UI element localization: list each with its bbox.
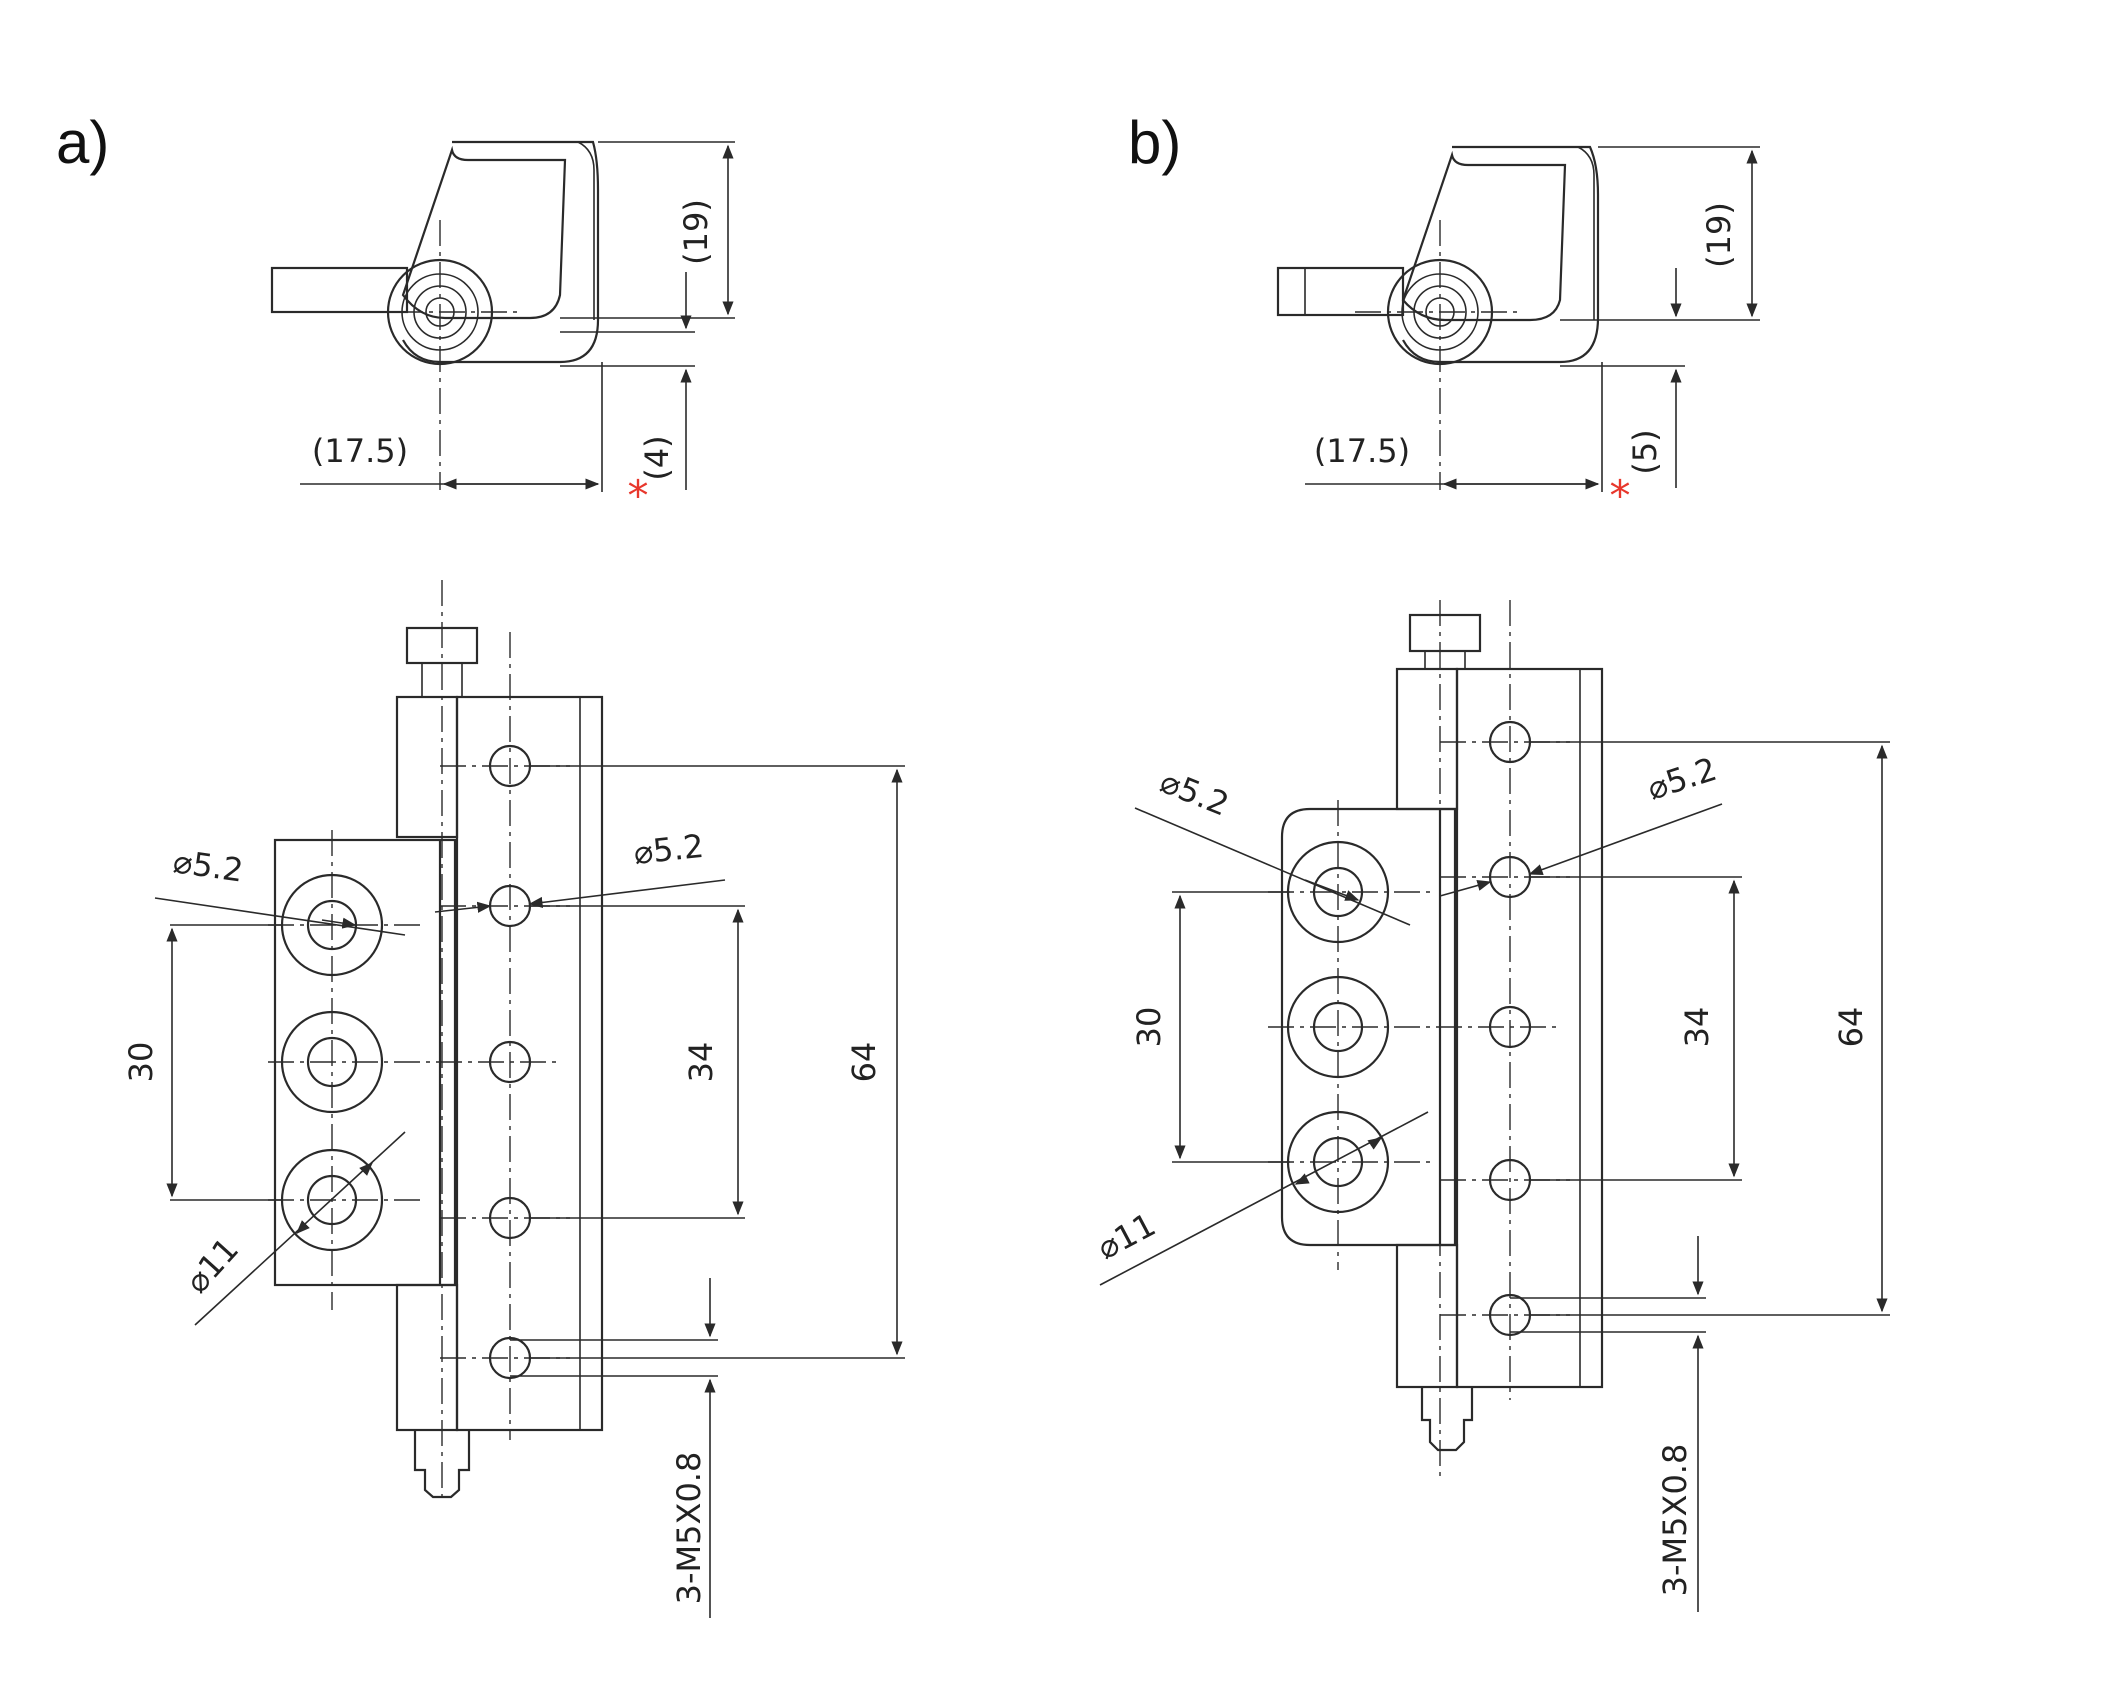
leader-dia-5-2-right-a [528,879,726,909]
leaf-inner-edge-a [577,141,595,320]
dim-text-dia-5-2-right-b: ⌀5.2 [1643,750,1721,808]
leader-dia-11-b [1099,1111,1429,1286]
arrow-dia-11-upper-b [1367,1137,1383,1150]
screw-neck-top-b [1424,650,1466,670]
dim-text-30-a: 30 [122,1042,160,1083]
dim-text-4-a: (4) [638,435,676,480]
asterisk-marker-a: * [628,471,649,520]
leader-dia-5-2-left-a [154,897,406,936]
leader-dia-5-2-right-b [1528,803,1723,875]
knuckle-upper-a [395,695,459,839]
hinge-leaf-outline-b [1401,145,1600,364]
arrow-dia-5-2-right-a [434,901,492,913]
small-hole-3-b [1488,1005,1532,1049]
arrow-dia-11-lower-b [1294,1173,1310,1185]
dim-text-dia-5-2-left-a: ⌀5.2 [171,842,246,889]
dim-text-30-b: 30 [1130,1007,1168,1048]
panel-b-front-view: 30 34 64 ⌀5.2 ⌀5.2 ⌀11 [1091,600,1890,1612]
dim-text-dia-5-2-right-a: ⌀5.2 [632,827,706,872]
dim-text-thread-b: 3-M5X0.8 [1656,1444,1694,1597]
dim-text-19-b: (19) [1700,202,1738,268]
screw-tip-bottom-b [1420,1387,1474,1452]
panel-a-top-view: (19) (4) (17.5) * [270,140,735,520]
leaf-right-a [455,695,604,1432]
dim-text-34-a: 34 [682,1042,720,1083]
dim-text-17-5-b: (17.5) [1314,432,1410,470]
screw-tip-bottom-a [413,1430,471,1499]
leaf-inner-edge-b [1577,146,1595,320]
arrow-dia-5-2-left-b [1304,879,1360,901]
dim-text-dia-5-2-left-b: ⌀5.2 [1155,762,1234,824]
small-hole-3-a [488,1040,532,1084]
arrow-dia-11-lower-a [296,1220,310,1234]
screw-head-top-b [1408,613,1482,653]
knuckle-upper-b [1395,667,1459,811]
panel-a-front-view: 30 34 64 ⌀5.2 ⌀5.2 ⌀11 [122,580,905,1618]
dim-text-17-5-a: (17.5) [312,432,408,470]
leaf-left-b [1280,807,1457,1247]
dim-text-64-a: 64 [845,1042,883,1083]
dim-text-thread-a: 3-M5X0.8 [670,1452,708,1605]
dim-text-64-b: 64 [1832,1007,1870,1048]
leaf-right-b [1455,667,1604,1389]
leader-dia-5-2-left-b [1134,807,1411,926]
hinge-leaf-outline-a [401,140,600,364]
dim-text-19-a: (19) [677,199,715,265]
knuckle-lower-b [1395,1243,1459,1389]
asterisk-marker-b: * [1610,471,1631,520]
panel-b-top-view: (19) (5) (17.5) * [1276,145,1760,520]
panel-label-a: a) [56,109,110,176]
dim-text-34-b: 34 [1678,1007,1716,1048]
wing-plate-b [1276,266,1405,317]
wing-plate-a [270,266,409,314]
arrow-dia-11-upper-a [359,1162,373,1176]
arrow-dia-5-2-left-a [321,917,357,929]
panel-label-b: b) [1128,109,1182,176]
arrow-dia-5-2-right-b [1439,880,1492,897]
dim-text-dia-11-a: ⌀11 [178,1230,246,1300]
dim-text-5-b: (5) [1626,429,1664,474]
